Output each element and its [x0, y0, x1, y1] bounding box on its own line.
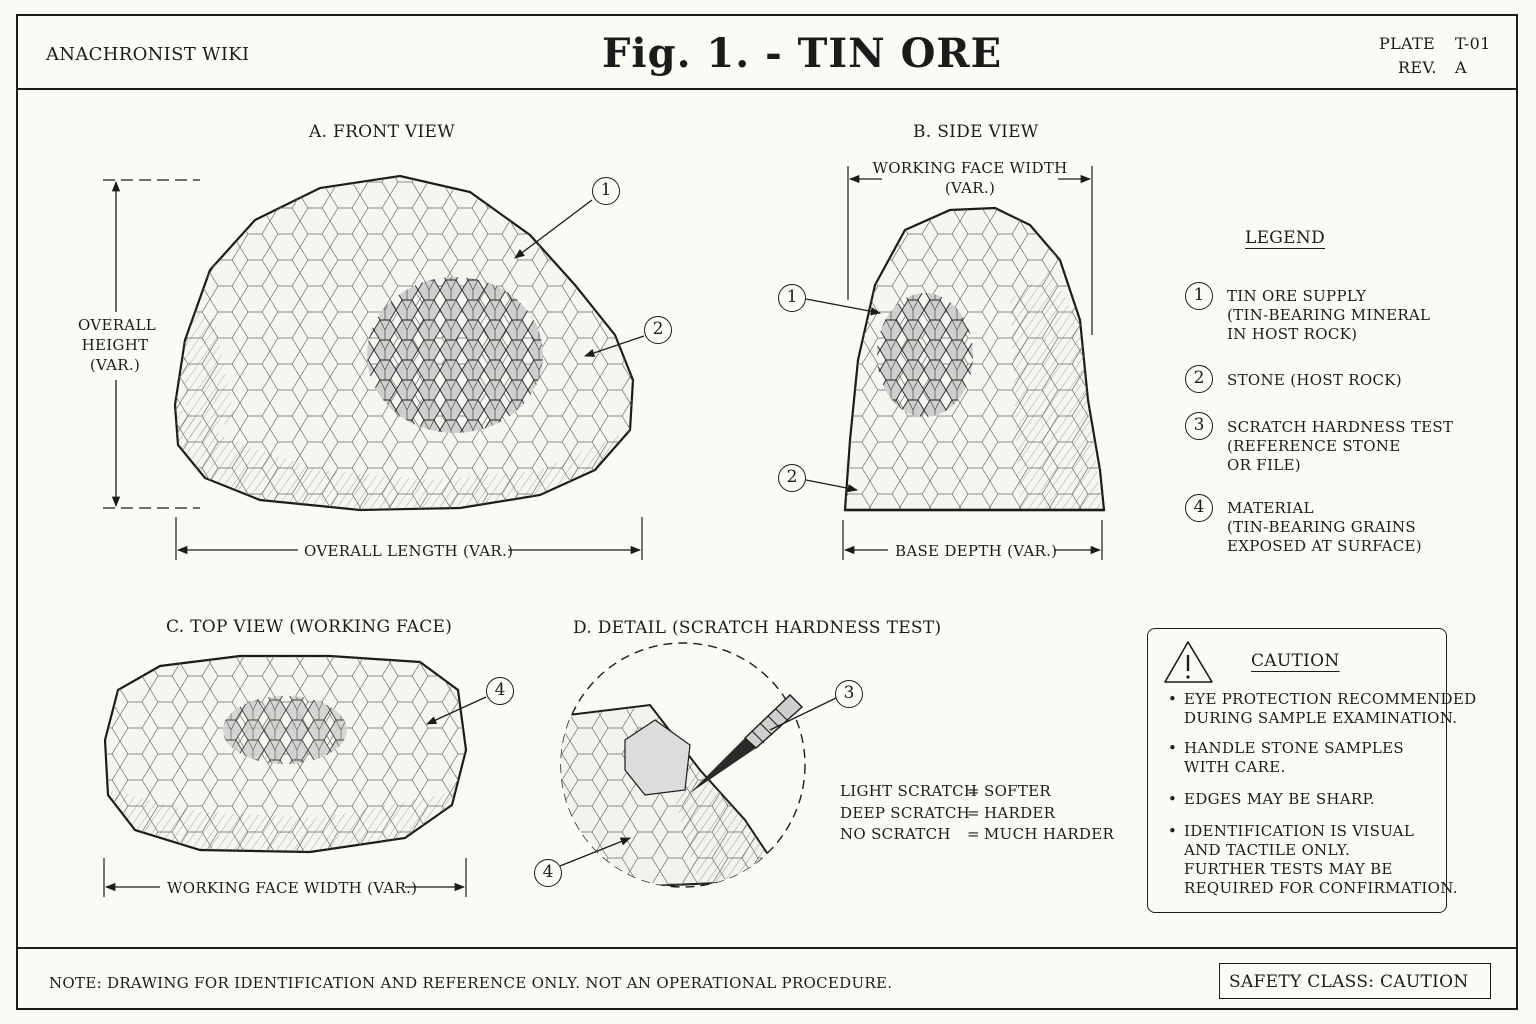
legend-num: 4	[1185, 494, 1213, 522]
rev-value: A	[1455, 58, 1467, 77]
height-label-line-3: (VAR.)	[89, 356, 141, 374]
legend-text: (TIN-BEARING GRAINS	[1227, 518, 1417, 536]
top-width-label: WORKING FACE WIDTH (VAR.)	[167, 879, 418, 897]
callout-2-side: 2	[778, 464, 806, 492]
site-name: ANACHRONIST WIKI	[46, 44, 250, 65]
legend-text: MATERIAL	[1227, 499, 1314, 517]
plate-value: T-01	[1455, 34, 1491, 53]
scale-eq: =	[967, 825, 980, 843]
legend-text: IN HOST ROCK)	[1227, 325, 1358, 343]
rev-label: REV.	[1398, 58, 1437, 77]
caution-text: EDGES MAY BE SHARP.	[1184, 790, 1375, 808]
caution-bullet: •	[1168, 790, 1178, 808]
callout-1-front: 1	[592, 177, 620, 205]
detail-view-title: D. DETAIL (SCRATCH HARDNESS TEST)	[573, 618, 942, 638]
caution-text: AND TACTILE ONLY.	[1184, 841, 1351, 859]
caution-text: IDENTIFICATION IS VISUAL	[1184, 822, 1415, 840]
front-view-rock	[173, 174, 635, 512]
title-block-divider	[16, 88, 1518, 90]
sheet-border	[16, 14, 1518, 1010]
scale-meaning: SOFTER	[984, 782, 1052, 800]
caution-bullet: •	[1168, 739, 1178, 757]
footer-note: NOTE: DRAWING FOR IDENTIFICATION AND REF…	[49, 974, 893, 992]
face-width-label-line-2: (VAR.)	[944, 179, 996, 197]
detail-scratch-test	[560, 642, 806, 888]
top-view-title: C. TOP VIEW (WORKING FACE)	[166, 617, 453, 637]
scale-term: DEEP SCRATCH	[840, 804, 971, 822]
legend-text: (TIN-BEARING MINERAL	[1227, 306, 1431, 324]
legend-num: 3	[1185, 412, 1213, 440]
legend-text: TIN ORE SUPPLY	[1227, 287, 1367, 305]
caution-bullet: •	[1168, 690, 1178, 708]
caution-bullet: •	[1168, 822, 1178, 840]
callout-4-top: 4	[486, 677, 514, 705]
caution-title: CAUTION	[1251, 651, 1340, 671]
page-title: Fig. 1. - TIN ORE	[602, 30, 1003, 77]
face-width-label-line-1: WORKING FACE WIDTH	[872, 159, 1068, 177]
side-view-rock	[843, 206, 1106, 512]
callout-2-front: 2	[644, 316, 672, 344]
caution-text: DURING SAMPLE EXAMINATION.	[1184, 709, 1458, 727]
callout-3-detail: 3	[835, 680, 863, 708]
warning-triangle-icon	[1164, 641, 1213, 683]
plate-label: PLATE	[1379, 34, 1435, 53]
safety-class: SAFETY CLASS: CAUTION	[1229, 972, 1469, 992]
caution-text: WITH CARE.	[1184, 758, 1286, 776]
legend-text: (REFERENCE STONE	[1227, 437, 1401, 455]
top-view-rock	[103, 654, 468, 854]
scale-term: NO SCRATCH	[840, 825, 951, 843]
caution-text: FURTHER TESTS MAY BE	[1184, 860, 1393, 878]
scale-meaning: MUCH HARDER	[984, 825, 1115, 843]
legend-num: 1	[1185, 282, 1213, 310]
legend-text: OR FILE)	[1227, 456, 1301, 474]
caution-text: EYE PROTECTION RECOMMENDED	[1184, 690, 1477, 708]
scale-term: LIGHT SCRATCH	[840, 782, 978, 800]
base-depth-label: BASE DEPTH (VAR.)	[895, 542, 1058, 560]
height-label-line-2: HEIGHT	[81, 336, 149, 354]
legend-num: 2	[1185, 365, 1213, 393]
side-view-title: B. SIDE VIEW	[913, 122, 1039, 142]
safety-class-box	[1219, 963, 1491, 999]
legend-title: LEGEND	[1245, 228, 1325, 248]
footer-divider	[16, 947, 1518, 949]
callout-1-side: 1	[778, 284, 806, 312]
scale-eq: =	[967, 804, 980, 822]
legend-text: SCRATCH HARDNESS TEST	[1227, 418, 1454, 436]
length-label: OVERALL LENGTH (VAR.)	[304, 542, 514, 560]
callout-4-detail: 4	[534, 859, 562, 887]
scale-eq: =	[967, 782, 980, 800]
caution-box	[1147, 628, 1447, 913]
height-label-line-1: OVERALL	[78, 316, 156, 334]
legend-text: STONE (HOST ROCK)	[1227, 371, 1402, 389]
front-view-title: A. FRONT VIEW	[309, 122, 456, 142]
legend-text: EXPOSED AT SURFACE)	[1227, 537, 1422, 555]
caution-text: HANDLE STONE SAMPLES	[1184, 739, 1404, 757]
scale-meaning: HARDER	[984, 804, 1056, 822]
caution-text: REQUIRED FOR CONFIRMATION.	[1184, 879, 1458, 897]
